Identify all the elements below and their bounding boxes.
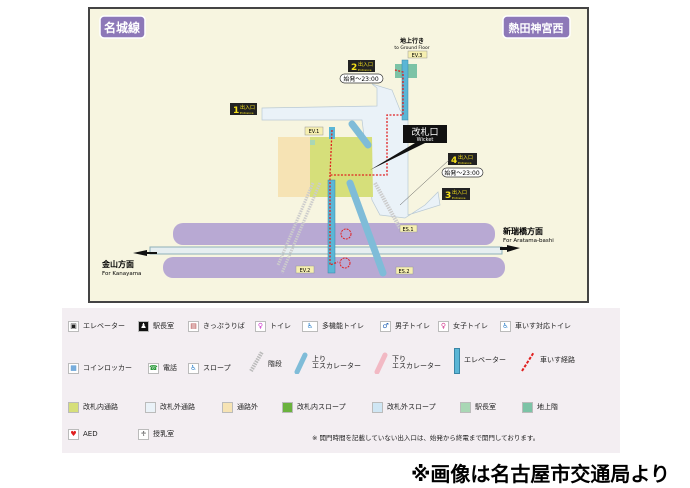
stairs — [276, 182, 322, 274]
svg-text:出入口: 出入口 — [240, 104, 255, 111]
track — [149, 246, 503, 255]
arrow-left-icon — [133, 250, 157, 256]
svg-text:ES.1: ES.1 — [402, 227, 413, 233]
aed-icon: ♥ — [68, 429, 79, 440]
svg-text:始発～23:00: 始発～23:00 — [343, 75, 378, 83]
line-badge: 名城線 — [99, 15, 146, 39]
dir-right: 新瑞橋方面 — [503, 226, 543, 236]
svg-text:熱田神宮西: 熱田神宮西 — [509, 21, 564, 35]
wheelchair-route-icon — [521, 351, 535, 372]
stairs-icon — [249, 350, 264, 372]
toilet-icon: ♀ — [255, 321, 266, 332]
down-escalator-icon — [374, 352, 388, 374]
station-office-icon: ♟ — [138, 321, 149, 332]
phone-icon: ☎ — [148, 363, 159, 374]
svg-text:名城線: 名城線 — [104, 20, 140, 35]
wheelchair-route — [329, 69, 404, 266]
legend-elevator: ▣エレベーター — [68, 321, 125, 332]
elevator-shaft-icon — [454, 348, 460, 374]
station-badge: 熱田神宮西 — [502, 15, 571, 39]
svg-text:For Aratama-bashi: For Aratama-bashi — [503, 238, 554, 244]
svg-text:to Ground Floor: to Ground Floor — [394, 45, 429, 51]
elevator-2 — [327, 179, 336, 274]
svg-text:2: 2 — [351, 63, 357, 73]
inside-concourse — [310, 137, 373, 197]
escalator-1 — [348, 120, 372, 149]
svg-text:For Kanayama: For Kanayama — [102, 271, 141, 277]
svg-text:EV.2: EV.2 — [300, 268, 311, 274]
multi-toilet-icon: ♿ — [302, 321, 318, 332]
legend: ▣エレベーター ♟駅長室 ▤きっぷうりば ♀トイレ ♿多機能トイレ ♂男子トイレ… — [62, 308, 620, 453]
slope-icon: ♿ — [188, 363, 199, 374]
svg-text:出入口: 出入口 — [458, 154, 473, 161]
non-passage — [278, 137, 310, 197]
svg-text:ES.2: ES.2 — [398, 269, 409, 275]
arrow-right-icon — [500, 245, 520, 252]
svg-text:Entrance: Entrance — [452, 196, 466, 200]
svg-text:出入口: 出入口 — [452, 189, 467, 196]
svg-text:4: 4 — [451, 156, 457, 166]
svg-text:Entrance: Entrance — [240, 111, 254, 115]
legend-note: ※ 開門時間を記載していない出入口は、始発から終電まで開門しております。 — [312, 434, 540, 442]
svg-text:1: 1 — [233, 106, 239, 116]
dir-left: 金山方面 — [101, 259, 134, 269]
svg-text:始発～23:00: 始発～23:00 — [444, 169, 479, 177]
nursing-room-icon: ♱ — [138, 429, 149, 440]
svg-text:出入口: 出入口 — [358, 61, 373, 68]
source-credit: ※画像は名古屋市交通局より — [410, 462, 670, 486]
locker-icon: ▦ — [68, 363, 79, 374]
male-toilet-icon: ♂ — [380, 321, 391, 332]
svg-text:3: 3 — [445, 191, 451, 201]
ticket-icon: ▤ — [188, 321, 199, 332]
elevator-icon: ▣ — [68, 321, 79, 332]
svg-text:EV.1: EV.1 — [309, 129, 320, 135]
female-toilet-icon: ♀ — [438, 321, 449, 332]
svg-text:Entrance: Entrance — [358, 68, 372, 72]
wheelchair-toilet-icon: ♿ — [500, 321, 511, 332]
svg-text:Wicket: Wicket — [417, 137, 434, 143]
svg-text:地上行き: 地上行き — [400, 37, 424, 45]
station-map: 名城線 熱田神宮西 金山方面 For Kanayama 新瑞橋方面 For Ar… — [88, 7, 589, 303]
svg-text:EV.3: EV.3 — [412, 53, 423, 59]
svg-text:Entrance: Entrance — [458, 161, 472, 165]
elevator-3 — [401, 59, 409, 121]
up-escalator-icon — [294, 352, 308, 374]
escalator-2 — [346, 179, 387, 277]
svg-text:改札口: 改札口 — [411, 126, 438, 138]
